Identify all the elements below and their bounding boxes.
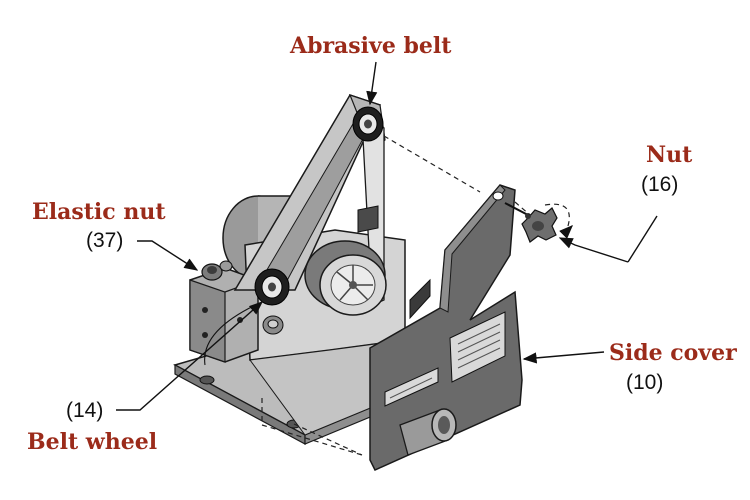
side-cover-warning-labels: [384, 311, 506, 407]
label-side-cover-ref: (10): [626, 371, 664, 394]
drive-wheel: [304, 240, 387, 316]
dust-port: [399, 408, 457, 456]
adjust-knob: [262, 315, 284, 335]
label-elastic-nut: Elastic nut: [32, 199, 166, 225]
label-belt-wheel-ref: (14): [66, 399, 104, 422]
side-cover: [369, 184, 523, 471]
tool-rest-tab: [357, 205, 379, 233]
callout-leaders: [116, 61, 658, 411]
elastic-nut: [201, 260, 233, 281]
top-idler-wheel: [352, 106, 384, 142]
star-knob-nut: [504, 202, 558, 243]
belt-wheel: [254, 268, 290, 306]
label-elastic-nut-ref: (37): [86, 229, 124, 252]
label-belt-wheel: Belt wheel: [27, 429, 158, 455]
label-nut: Nut: [646, 142, 693, 168]
tension-block: [189, 267, 259, 363]
label-nut-ref: (16): [641, 173, 679, 196]
assembly-guide-lines: [261, 135, 570, 456]
label-abrasive-belt: Abrasive belt: [290, 33, 452, 59]
label-side-cover: Side cover: [609, 340, 737, 366]
